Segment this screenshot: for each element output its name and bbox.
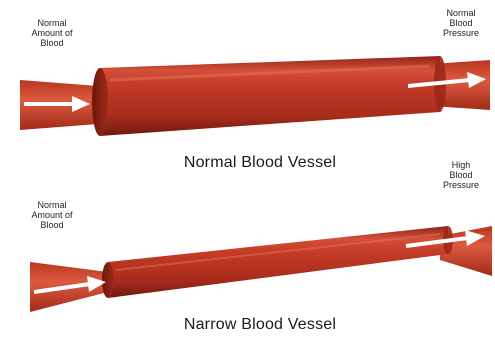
- label-line: Normal: [428, 8, 494, 18]
- narrow-left-label: Normal Amount of Blood: [22, 200, 82, 230]
- normal-right-label: Normal Blood Pressure: [428, 8, 494, 38]
- label-line: High: [428, 160, 494, 170]
- narrow-vessel-left-cap: [102, 262, 114, 298]
- narrow-vessel-body: [108, 226, 448, 298]
- label-line: Normal: [22, 18, 82, 28]
- narrow-right-label: High Blood Pressure: [428, 160, 494, 190]
- narrow-vessel-caption: Narrow Blood Vessel: [160, 316, 360, 334]
- label-line: Amount of: [22, 210, 82, 220]
- normal-vessel: [20, 56, 490, 136]
- label-line: Amount of: [22, 28, 82, 38]
- label-line: Pressure: [428, 28, 494, 38]
- label-line: Blood: [428, 170, 494, 180]
- label-line: Pressure: [428, 180, 494, 190]
- normal-vessel-left-cap: [92, 68, 108, 136]
- normal-left-label: Normal Amount of Blood: [22, 18, 82, 48]
- narrow-vessel: [30, 226, 492, 312]
- label-line: Blood: [22, 38, 82, 48]
- label-line: Blood: [428, 18, 494, 28]
- label-line: Normal: [22, 200, 82, 210]
- normal-vessel-caption: Normal Blood Vessel: [160, 154, 360, 172]
- label-line: Blood: [22, 220, 82, 230]
